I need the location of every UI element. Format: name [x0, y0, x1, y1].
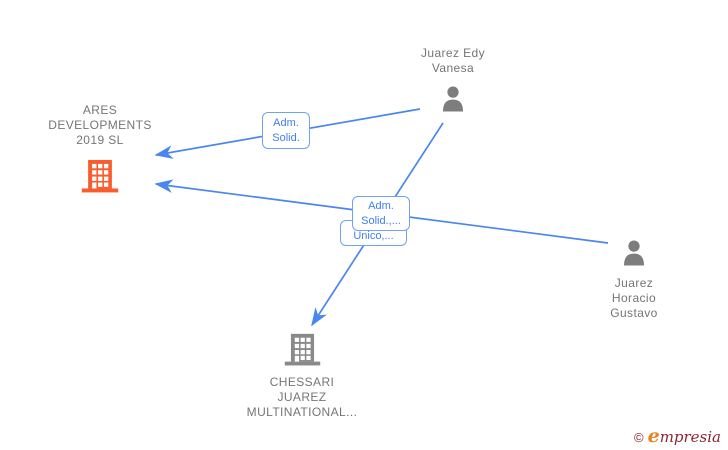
node-ares-developments-2019-sl[interactable]: ARES DEVELOPMENTS 2019 SL: [40, 103, 160, 194]
node-label: ARES DEVELOPMENTS 2019 SL: [48, 103, 152, 148]
node-label-line: MULTINATIONAL...: [246, 405, 358, 419]
node-label-line: Gustavo: [610, 306, 658, 320]
brand-name: mpresia: [659, 428, 721, 446]
node-label: CHESSARI JUAREZ MULTINATIONAL...: [247, 375, 358, 420]
node-label-line: Vanesa: [431, 61, 475, 75]
node-label-line: DEVELOPMENTS: [48, 118, 152, 132]
brand-initial: e: [647, 425, 660, 447]
edge-label-text: Adm.: [368, 199, 394, 212]
edge-label-text: Solid.: [272, 131, 300, 144]
node-label-line: JUAREZ: [277, 390, 327, 404]
node-label-line: ARES: [82, 103, 118, 117]
node-label: Juarez Edy Vanesa: [421, 46, 485, 76]
building-icon: [81, 159, 119, 193]
building-icon: [284, 333, 320, 366]
edge-label-text: Solid.,...: [361, 214, 401, 227]
empresia-logo[interactable]: © e mpresia: [634, 427, 721, 446]
edge-label-text: Adm.: [273, 116, 299, 129]
node-label-line: Juarez: [614, 276, 654, 290]
edge-label-adm-solid-1[interactable]: Adm. Solid.: [262, 112, 310, 149]
node-juarez-edy-vanesa[interactable]: Juarez Edy Vanesa: [393, 46, 513, 114]
node-juarez-horacio-gustavo[interactable]: Juarez Horacio Gustavo: [574, 238, 694, 321]
node-label-line: Horacio: [611, 291, 657, 305]
node-label-line: CHESSARI: [269, 375, 335, 389]
node-label-line: 2019 SL: [76, 133, 124, 147]
node-label: Juarez Horacio Gustavo: [610, 276, 658, 321]
person-icon: [443, 86, 463, 112]
copyright-symbol: ©: [634, 430, 644, 445]
edge-label-text: Unico,...: [353, 230, 394, 242]
person-icon: [624, 240, 644, 266]
node-chessari-juarez-multinational[interactable]: CHESSARI JUAREZ MULTINATIONAL...: [228, 330, 376, 420]
node-label-line: Juarez Edy: [420, 46, 486, 60]
edge-label-adm-solid-2[interactable]: Adm. Solid.,...: [352, 196, 410, 231]
